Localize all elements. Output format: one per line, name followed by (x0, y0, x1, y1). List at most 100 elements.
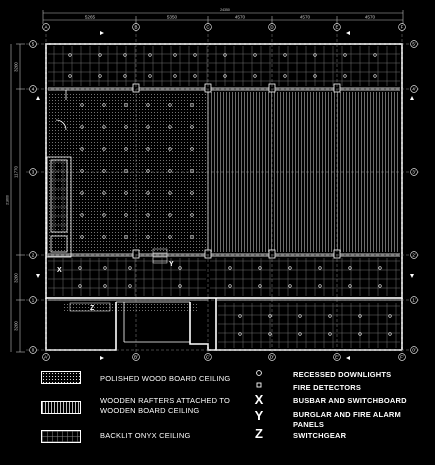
downlight (124, 125, 128, 129)
axis-bubble-left-text: 4 (32, 87, 35, 92)
downlight (80, 147, 84, 151)
marker-z-box (69, 302, 111, 312)
downlight (123, 53, 127, 57)
axis-bubble-right: 1' (410, 296, 418, 304)
downlight (98, 74, 102, 78)
downlight (348, 284, 352, 288)
downlight (68, 74, 72, 78)
axis-bubble-bottom-text: A' (44, 355, 48, 360)
downlight (253, 53, 257, 57)
axis-bubble-right: 2' (410, 251, 418, 259)
downlight (268, 332, 272, 336)
axis-bubble-top-text: F (401, 25, 404, 30)
axis-bubble-right-text: 0' (412, 348, 415, 353)
downlight (146, 147, 150, 151)
downlight (313, 74, 317, 78)
downlight (168, 147, 172, 151)
axis-bubble-right: 5' (410, 40, 418, 48)
downlight (268, 314, 272, 318)
downlight (80, 191, 84, 195)
downlight (190, 103, 194, 107)
legend-symbol-x: X (254, 392, 264, 407)
downlight (283, 74, 287, 78)
swatch-wooden-rafters (41, 401, 81, 414)
legend-wooden-rafters-2: WOODEN BOARD CEILING (100, 406, 200, 415)
axis-bubble-bottom: C' (204, 353, 212, 361)
legend-symbol-y: Y (254, 408, 264, 423)
axis-bubble-bottom: B' (132, 353, 140, 361)
axis-bubble-left-text: 1 (32, 298, 35, 303)
dim-left-1: 3200 (14, 62, 19, 72)
downlight (190, 235, 194, 239)
downlight (124, 191, 128, 195)
downlight (190, 169, 194, 173)
downlight (146, 191, 150, 195)
axis-bubble-left: 1 (29, 296, 37, 304)
downlight (168, 103, 172, 107)
dim-left-overall: 21800 (6, 195, 10, 205)
downlight (98, 53, 102, 57)
downlight (168, 169, 172, 173)
downlight (190, 191, 194, 195)
downlight (78, 284, 82, 288)
axis-bubble-right-text: 2' (412, 253, 415, 258)
downlight (146, 125, 150, 129)
downlight (373, 74, 377, 78)
downlight (148, 74, 152, 78)
swatch-backlit-onyx (41, 430, 81, 443)
downlight (146, 235, 150, 239)
legend-polished-wood: POLISHED WOOD BOARD CEILING (100, 374, 231, 383)
dim-top-2: 5350 (167, 15, 178, 20)
recessed-downlights (68, 53, 392, 336)
downlight (388, 314, 392, 318)
marker-y: Y (169, 261, 174, 268)
downlight (190, 213, 194, 217)
axis-bubble-top-text: C (206, 25, 209, 30)
downlight (146, 169, 150, 173)
dim-top-5: 4570 (365, 15, 376, 20)
legend-symbol-z: Z (255, 426, 263, 441)
legend-downlights: RECESSED DOWNLIGHTS (293, 370, 392, 379)
axis-bubble-bottom: A' (42, 353, 50, 361)
downlight (102, 235, 106, 239)
downlight (128, 266, 132, 270)
axis-bubble-right-text: 5' (412, 42, 415, 47)
downlight (258, 284, 262, 288)
downlight (288, 284, 292, 288)
downlight (313, 53, 317, 57)
downlight (128, 284, 132, 288)
downlight (358, 332, 362, 336)
section-markers (36, 31, 414, 360)
axis-bubble-left: 2 (29, 251, 37, 259)
legend-fire-detectors: FIRE DETECTORS (293, 383, 362, 392)
grid-axes (26, 24, 420, 358)
axis-bubble-bottom: F' (398, 353, 406, 361)
downlight (80, 103, 84, 107)
downlight (168, 213, 172, 217)
legend-busbar: BUSBAR AND SWITCHBOARD (293, 396, 407, 405)
axis-bubble-top: D (268, 23, 276, 31)
downlight (102, 103, 106, 107)
axis-bubble-top: E (333, 23, 341, 31)
top-dimension-chain (42, 10, 404, 24)
legend-burglar-1: BURGLAR AND FIRE ALARM (293, 410, 402, 419)
axis-bubble-bottom-text: B' (134, 355, 138, 360)
downlight (124, 169, 128, 173)
marker-x: X (57, 267, 62, 274)
downlight (168, 125, 172, 129)
downlight (103, 266, 107, 270)
downlight (80, 235, 84, 239)
downlight (328, 332, 332, 336)
axis-bubble-bottom-text: C' (206, 355, 210, 360)
axis-bubble-top: A (42, 23, 50, 31)
axis-bubble-right-text: 3' (412, 170, 415, 175)
axis-bubble-bottom-text: D' (270, 355, 274, 360)
downlight (103, 284, 107, 288)
dim-top-1: 5265 (85, 15, 96, 20)
downlight (238, 332, 242, 336)
dim-left-4: 3200 (14, 321, 19, 331)
downlight (124, 103, 128, 107)
downlight (178, 266, 182, 270)
